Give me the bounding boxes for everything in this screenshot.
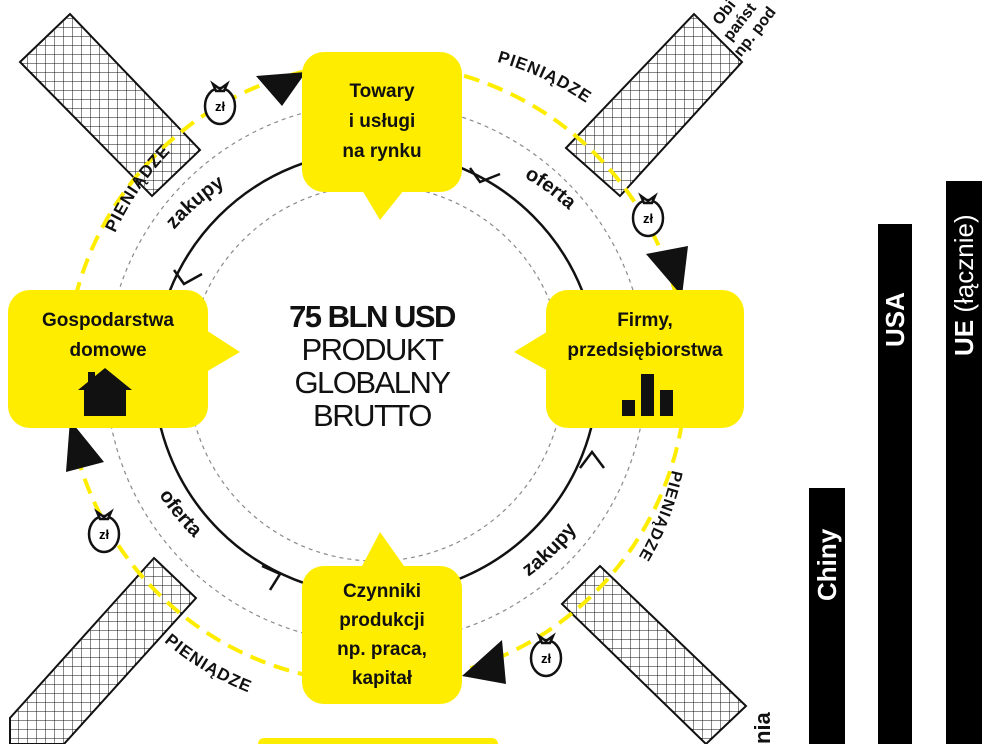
- conduit-top-right: [564, 12, 744, 198]
- offer-label-top: oferta: [522, 163, 581, 215]
- purchases-label-top: zakupy: [162, 171, 229, 233]
- flow-chevron-bottom: [261, 564, 282, 591]
- clipped-text-bottom: nia: [750, 711, 775, 744]
- svg-text:oferta: oferta: [522, 163, 581, 215]
- money-arrow-left: [66, 420, 104, 472]
- bar-eu: [946, 181, 982, 744]
- money-arrow-right: [646, 246, 688, 296]
- money-bag-icon-bottom-left: zł: [87, 508, 121, 554]
- money-arrow-top: [256, 72, 306, 106]
- svg-text:zakupy: zakupy: [162, 171, 229, 233]
- gdp-value: 75 BLN USD: [289, 299, 456, 334]
- bar-usa: [878, 224, 912, 744]
- money-label-right: PIENIĄDZE: [635, 469, 684, 564]
- svg-text:zł: zł: [99, 527, 110, 542]
- svg-text:PIENIĄDZE: PIENIĄDZE: [161, 630, 255, 696]
- money-bag-icon-top-left: zł: [203, 80, 237, 126]
- money-label-top-right: PIENIĄDZE: [496, 47, 594, 107]
- money-label-bottom-left: PIENIĄDZE: [161, 630, 254, 696]
- pointer-left: [206, 330, 240, 372]
- gdp-center-label: 75 BLN USD PRODUKT GLOBALNY BRUTTO: [262, 300, 482, 432]
- svg-text:zł: zł: [215, 99, 226, 114]
- svg-text:PIENIĄDZE: PIENIĄDZE: [635, 469, 685, 564]
- bar-china: [809, 488, 845, 744]
- node-goods-services: Towary i usługi na rynku: [302, 52, 462, 192]
- svg-text:oferta: oferta: [155, 485, 207, 542]
- money-bag-icon-bottom-right: zł: [529, 632, 563, 678]
- node-households: Gospodarstwa domowe: [8, 290, 208, 428]
- conduit-top-left: [18, 12, 202, 198]
- flow-chevron-left: [172, 269, 203, 286]
- bar-label-eu: UE (łącznie): [949, 214, 979, 356]
- bar-label-china: Chiny: [812, 528, 842, 601]
- bar-label-usa: USA: [880, 292, 910, 347]
- offer-label-bottom: oferta: [155, 485, 207, 542]
- conduit-bottom-left: [9, 556, 198, 744]
- flow-chevron-right: [579, 449, 605, 469]
- money-bag-icon-top-right: zł: [631, 192, 665, 238]
- pointer-right: [514, 330, 550, 372]
- node-production-factors: Czynniki produkcji np. praca, kapitał: [302, 566, 462, 704]
- pointer-bottom: [362, 532, 404, 566]
- flow-chevron-top: [468, 167, 501, 184]
- pointer-top: [362, 190, 404, 220]
- conduit-bottom-right: [560, 564, 748, 744]
- purchases-label-bottom: zakupy: [518, 518, 581, 581]
- svg-text:PIENIĄDZE: PIENIĄDZE: [496, 47, 595, 107]
- money-arrow-bottom: [462, 640, 506, 684]
- svg-text:zakupy: zakupy: [518, 518, 581, 581]
- node-firms: Firmy, przedsiębiorstwa: [546, 290, 744, 428]
- svg-text:zł: zł: [541, 651, 552, 666]
- svg-text:zł: zł: [643, 211, 654, 226]
